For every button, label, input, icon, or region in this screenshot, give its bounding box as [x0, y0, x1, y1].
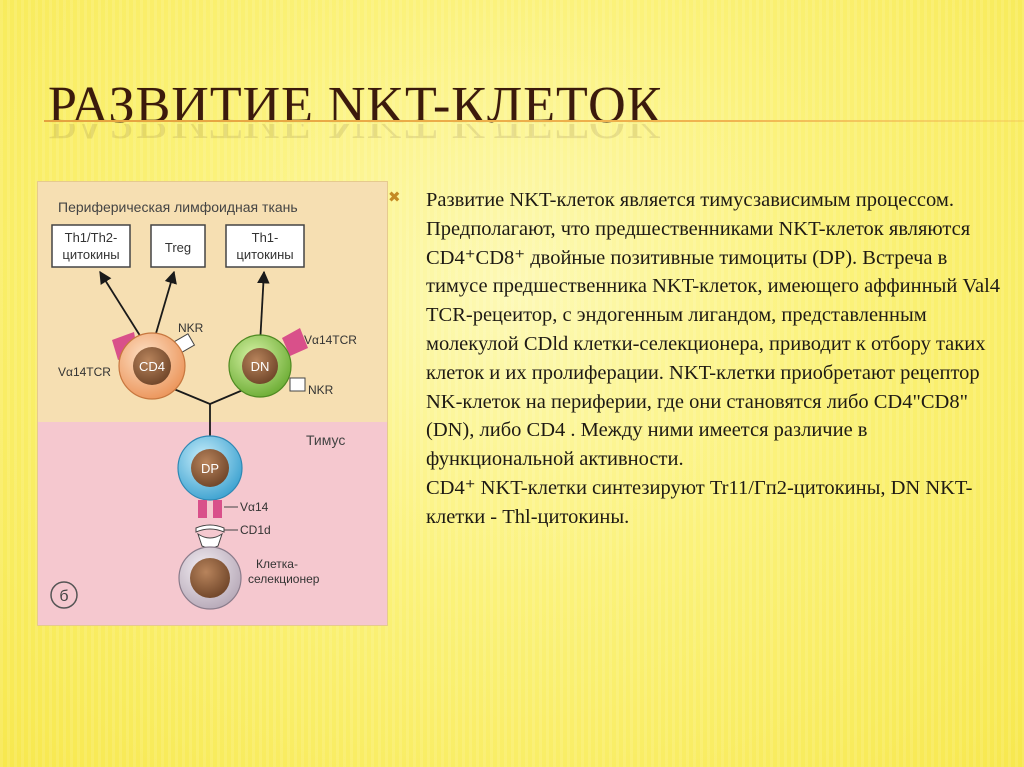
- cd1d-label: CD1d: [240, 523, 271, 537]
- paragraph-cytokines: CD4⁺ NKT-клетки синтезируют Tr11/Гп2-цит…: [426, 476, 973, 528]
- box-treg: Treg: [150, 224, 206, 268]
- selector-label-line1: Клетка-: [256, 557, 298, 571]
- x-mark-icon: ✖: [388, 188, 401, 206]
- nkr-receptor-right-icon: [289, 377, 306, 392]
- dp-thymocyte: DP: [177, 435, 243, 518]
- nkr-right-label: NKR: [308, 383, 334, 397]
- box-treg-label: Treg: [165, 240, 191, 255]
- dn-cell-label: DN: [251, 359, 270, 374]
- va14tcr-receptor-right-icon: [282, 328, 308, 356]
- selector-cell: [178, 546, 242, 610]
- cd1d-molecule: [195, 524, 225, 549]
- va14tcr-right-label: Vα14TCR: [304, 333, 357, 347]
- box-th1-th2-cytokines: Th1/Th2- цитокины: [51, 224, 131, 268]
- thymus-label: Тимус: [306, 432, 345, 448]
- dn-nkt-cell: DN: [228, 328, 308, 398]
- peripheral-tissue-label: Периферическая лимфоидная ткань: [58, 199, 298, 215]
- cd4-cell-label: CD4: [139, 359, 165, 374]
- va14-chain-b-icon: [213, 500, 222, 518]
- dp-cell-label: DP: [201, 461, 219, 476]
- title-underline: [44, 120, 1024, 122]
- slide-title: РАЗВИТИЕ NKT-КЛЕТОК: [48, 77, 663, 134]
- arrow-dn-to-th1: [257, 270, 270, 345]
- box-th1-cytokines: Th1- цитокины: [225, 224, 305, 268]
- va14-label: Vα14: [240, 500, 269, 514]
- paragraph-development: Развитие NKT-клеток является тимусзависи…: [426, 189, 1001, 471]
- box-th1-line2: цитокины: [236, 247, 293, 262]
- peripheral-region: [38, 182, 387, 422]
- panel-letter-badge: б: [50, 581, 78, 609]
- box-th1-line1: Th1-: [252, 230, 279, 245]
- slide-title-reflection: РАЗВИТИЕ NKT-КЛЕТОК: [48, 124, 662, 146]
- box-th1-th2-line2: цитокины: [62, 247, 119, 262]
- va14tcr-left-label: Vα14TCR: [58, 365, 111, 379]
- selector-label-line2: селекционер: [248, 572, 320, 586]
- box-th1-th2-line1: Th1/Th2-: [65, 230, 118, 245]
- panel-letter: б: [59, 588, 68, 605]
- bullet-text: Развитие NKT-клеток является тимусзависи…: [426, 186, 1012, 532]
- diagram-canvas: Периферическая лимфоидная ткань Тимус Th…: [38, 182, 387, 625]
- cd4-nkt-cell: CD4: [112, 332, 196, 400]
- nkt-development-diagram: Периферическая лимфоидная ткань Тимус Th…: [37, 181, 388, 626]
- va14-chain-a-icon: [198, 500, 207, 518]
- nkr-left-label: NKR: [178, 321, 204, 335]
